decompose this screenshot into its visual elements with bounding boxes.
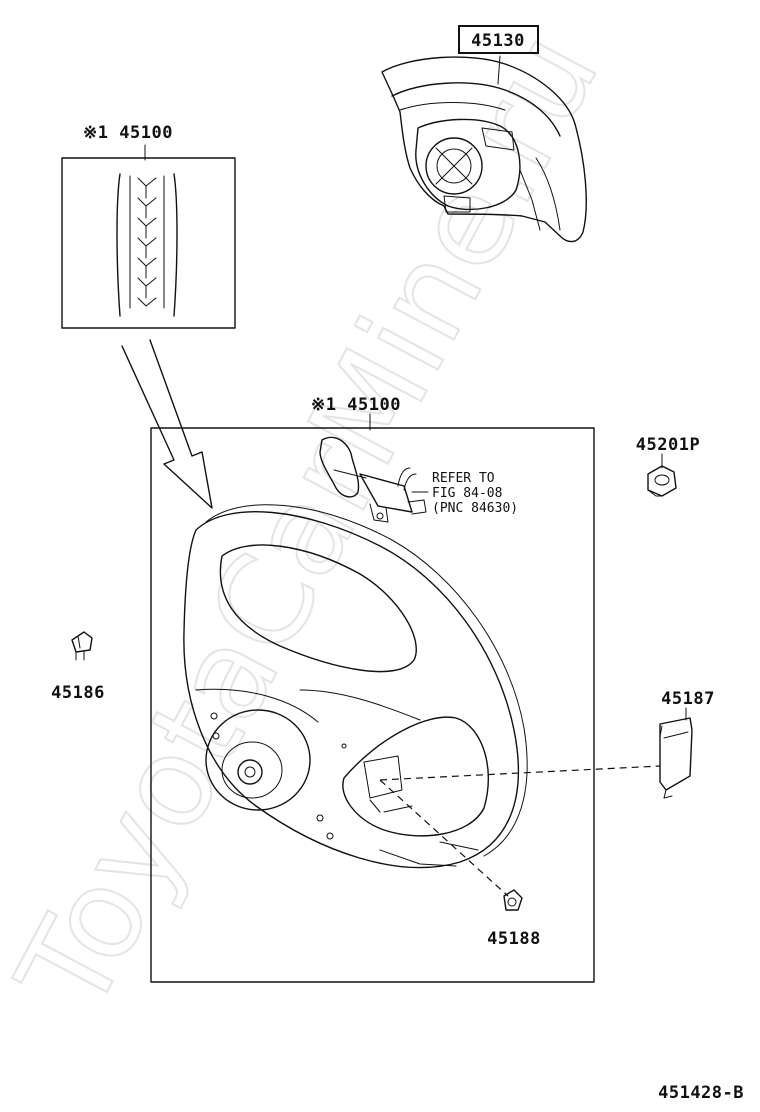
leather-stitch-detail-illustration [116, 173, 178, 317]
left-cover-part-number: 45186 [51, 683, 105, 703]
wheel-detail-inset-frame [61, 157, 236, 329]
steering-wheel-main-frame [150, 427, 595, 983]
airbag-part-number: 45130 [471, 31, 525, 51]
screw-dashed-line [379, 779, 509, 897]
screw-illustration [503, 889, 523, 911]
detail-pointer-arrow [121, 339, 213, 509]
steering-wheel-illustration [183, 504, 528, 869]
nut-illustration [647, 465, 677, 497]
watermark: ToyotaCarMine.ru [0, 10, 627, 1035]
right-cover-part-number: 45187 [661, 689, 715, 709]
reference-line-2: FIG 84-08 [432, 486, 502, 501]
airbag-part-number-box [458, 25, 539, 54]
nut-part-number: 45201P [636, 435, 700, 455]
wheel-main-part-number: ※1 45100 [311, 395, 401, 415]
figure-number: 451428-B [658, 1083, 744, 1103]
reference-line-1: REFER TO [432, 471, 495, 486]
wheel-detail-part-number: ※1 45100 [83, 123, 173, 143]
right-cover-dashed-line [379, 765, 661, 781]
screw-part-number: 45188 [487, 929, 541, 949]
combination-switch-connector-illustration [319, 436, 427, 523]
reference-line-3: (PNC 84630) [432, 501, 518, 516]
right-cover-illustration [659, 717, 693, 799]
left-cover-illustration [71, 631, 93, 661]
airbag-assembly-illustration [381, 55, 587, 243]
